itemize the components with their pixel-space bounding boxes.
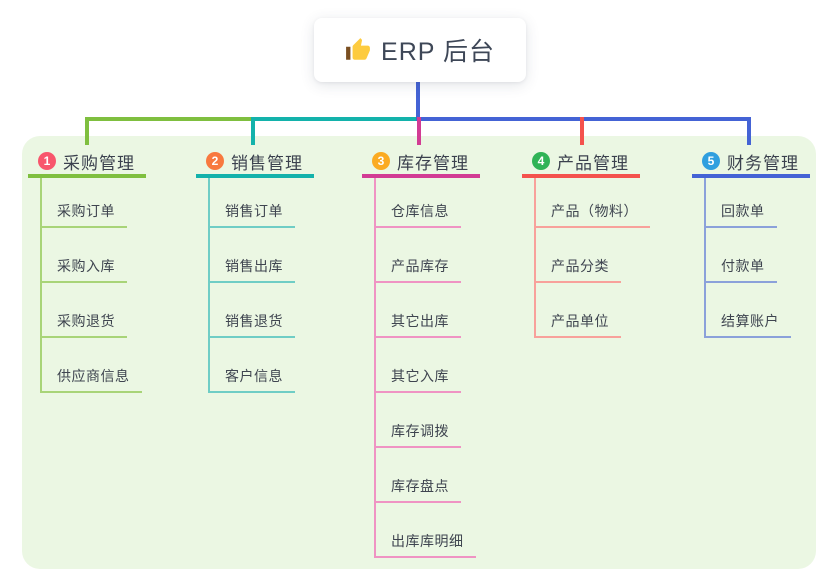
- branch-header[interactable]: 5 财务管理: [692, 148, 810, 178]
- child-node[interactable]: 库存调拨: [376, 393, 476, 448]
- child-node[interactable]: 结算账户: [706, 283, 791, 338]
- child-node[interactable]: 产品分类: [536, 228, 650, 283]
- connector-leg-branch2: [251, 117, 255, 145]
- branch-panel: [22, 136, 816, 569]
- child-node[interactable]: 销售订单: [210, 178, 295, 228]
- child-node-label: 客户信息: [210, 366, 295, 393]
- branch-children-list: 采购订单采购入库采购退货供应商信息: [40, 178, 142, 393]
- child-node[interactable]: 采购订单: [42, 178, 142, 228]
- branch-label: 销售管理: [231, 153, 303, 173]
- branch-header[interactable]: 4 产品管理: [522, 148, 640, 178]
- branch-children-list: 仓库信息产品库存其它出库其它入库库存调拨库存盘点出库库明细: [374, 178, 476, 558]
- child-node-label: 其它入库: [376, 366, 461, 393]
- child-node-label: 采购入库: [42, 256, 127, 283]
- child-node[interactable]: 其它入库: [376, 338, 476, 393]
- child-node[interactable]: 产品单位: [536, 283, 650, 338]
- branch-label: 财务管理: [727, 153, 799, 173]
- connector-leg-branch5: [747, 117, 751, 145]
- connector-bus-branch1: [85, 117, 255, 121]
- branch-header[interactable]: 2 销售管理: [196, 148, 314, 178]
- child-node[interactable]: 产品库存: [376, 228, 476, 283]
- root-node[interactable]: ERP 后台: [314, 18, 526, 82]
- child-node[interactable]: 采购入库: [42, 228, 142, 283]
- child-node-label: 库存盘点: [376, 476, 461, 503]
- child-node-label: 销售退货: [210, 311, 295, 338]
- child-node-label: 产品分类: [536, 256, 621, 283]
- branch-children-list: 产品（物料） 产品分类产品单位: [534, 178, 650, 338]
- branch-label: 采购管理: [63, 153, 135, 173]
- child-node-label: 仓库信息: [376, 201, 461, 228]
- branch-sales: 2 销售管理 销售订单销售出库销售退货客户信息: [196, 148, 314, 393]
- connector-leg-branch1: [85, 117, 89, 145]
- child-node-label: 产品库存: [376, 256, 461, 283]
- child-node[interactable]: 其它出库: [376, 283, 476, 338]
- child-node-label: 回款单: [706, 201, 777, 228]
- child-node[interactable]: 仓库信息: [376, 178, 476, 228]
- child-node-label: 销售出库: [210, 256, 295, 283]
- root-node-label: ERP 后台: [381, 38, 495, 66]
- child-node-label: 出库库明细: [376, 531, 476, 558]
- child-node[interactable]: 销售出库: [210, 228, 295, 283]
- child-node-label: 产品（物料）: [536, 201, 650, 228]
- thumbs-up-icon: [346, 38, 370, 60]
- connector-root-stem: [416, 82, 420, 119]
- branch-number-badge: 1: [38, 152, 56, 170]
- branch-number-badge: 5: [702, 152, 720, 170]
- branch-children-list: 销售订单销售出库销售退货客户信息: [208, 178, 295, 393]
- connector-leg-branch4: [580, 117, 584, 145]
- branch-header[interactable]: 3 库存管理: [362, 148, 480, 178]
- branch-number-badge: 3: [372, 152, 390, 170]
- child-node-label: 付款单: [706, 256, 777, 283]
- branch-label: 库存管理: [397, 153, 469, 173]
- child-node-label: 结算账户: [706, 311, 791, 338]
- branch-children-list: 回款单付款单结算账户: [704, 178, 791, 338]
- branch-number-badge: 4: [532, 152, 550, 170]
- child-node[interactable]: 销售退货: [210, 283, 295, 338]
- child-node[interactable]: 客户信息: [210, 338, 295, 393]
- child-node[interactable]: 采购退货: [42, 283, 142, 338]
- child-node-label: 采购退货: [42, 311, 127, 338]
- connector-bus-branch2: [251, 117, 420, 121]
- child-node[interactable]: 产品（物料）: [536, 178, 650, 228]
- child-node-label: 供应商信息: [42, 366, 142, 393]
- child-node-label: 其它出库: [376, 311, 461, 338]
- branch-finance: 5 财务管理 回款单付款单结算账户: [692, 148, 810, 338]
- branch-inventory: 3 库存管理 仓库信息产品库存其它出库其它入库库存调拨库存盘点出库库明细: [362, 148, 480, 558]
- child-node-label: 采购订单: [42, 201, 127, 228]
- child-node[interactable]: 库存盘点: [376, 448, 476, 503]
- branch-number-badge: 2: [206, 152, 224, 170]
- branch-label: 产品管理: [557, 153, 629, 173]
- child-node-label: 库存调拨: [376, 421, 461, 448]
- child-node[interactable]: 供应商信息: [42, 338, 142, 393]
- child-node[interactable]: 回款单: [706, 178, 791, 228]
- child-node[interactable]: 付款单: [706, 228, 791, 283]
- branch-product: 4 产品管理 产品（物料） 产品分类产品单位: [522, 148, 650, 338]
- child-node[interactable]: 出库库明细: [376, 503, 476, 558]
- connector-leg-branch3: [417, 117, 421, 145]
- branch-header[interactable]: 1 采购管理: [28, 148, 146, 178]
- child-node-label: 产品单位: [536, 311, 621, 338]
- branch-purchase: 1 采购管理 采购订单采购入库采购退货供应商信息: [28, 148, 146, 393]
- child-node-label: 销售订单: [210, 201, 295, 228]
